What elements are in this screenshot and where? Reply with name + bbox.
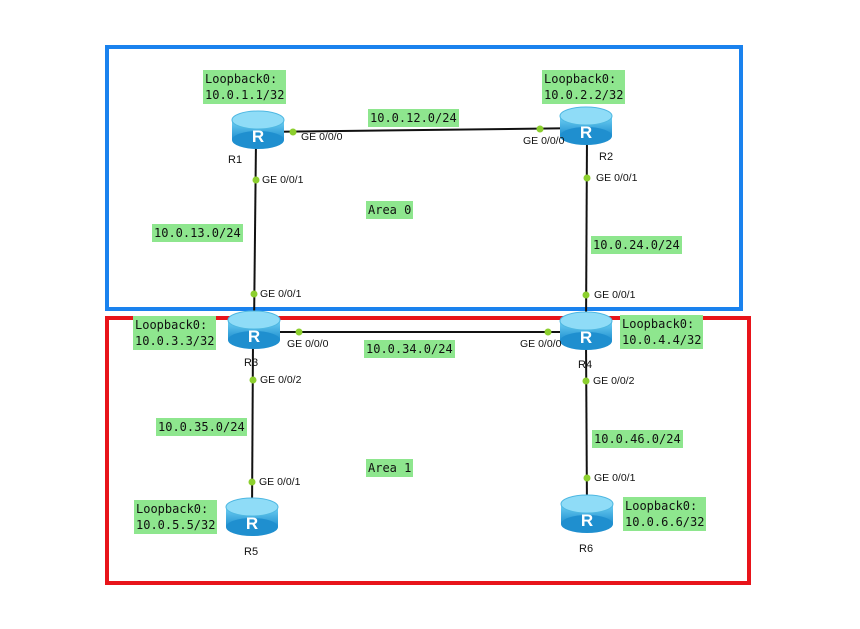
port-dot xyxy=(583,174,591,182)
svg-text:R: R xyxy=(246,514,258,533)
area-0-boundary xyxy=(105,45,743,311)
port-label-r4-ge000: GE 0/0/0 xyxy=(520,338,562,350)
subnet-label-r3-r5: 10.0.35.0/24 xyxy=(156,418,247,436)
svg-text:R: R xyxy=(580,123,592,142)
port-label-r2-ge000: GE 0/0/0 xyxy=(523,135,565,147)
link-r1-r3 xyxy=(253,139,257,329)
loopback-label-r5: Loopback0: 10.0.5.5/32 xyxy=(134,500,218,534)
port-dot xyxy=(289,128,297,136)
subnet-label-r4-r6: 10.0.46.0/24 xyxy=(592,430,683,448)
port-dot xyxy=(583,474,591,482)
port-dot xyxy=(250,290,258,298)
port-label-r2-ge001: GE 0/0/1 xyxy=(596,172,638,184)
loopback-ip: 10.0.6.6/32 xyxy=(625,515,705,529)
port-label-r3-ge001: GE 0/0/1 xyxy=(260,288,302,300)
port-dot xyxy=(582,291,590,299)
loopback-label-r2: Loopback0: 10.0.2.2/32 xyxy=(542,70,626,104)
loopback-ip: 10.0.1.1/32 xyxy=(205,88,285,102)
link-r2-r4 xyxy=(585,134,588,331)
subnet-label-r1-r2: 10.0.12.0/24 xyxy=(368,109,459,127)
subnet-label-r2-r4: 10.0.24.0/24 xyxy=(591,236,682,254)
loopback-ip: 10.0.2.2/32 xyxy=(544,88,624,102)
router-icon[interactable]: R xyxy=(231,110,285,149)
router-icon[interactable]: R xyxy=(559,311,613,350)
loopback-title: Loopback0: xyxy=(205,72,278,86)
router-icon[interactable]: R xyxy=(560,494,614,533)
loopback-label-r6: Loopback0: 10.0.6.6/32 xyxy=(623,497,707,531)
port-dot xyxy=(544,328,552,336)
loopback-ip: 10.0.4.4/32 xyxy=(622,333,702,347)
port-label-r1-ge000: GE 0/0/0 xyxy=(301,131,343,143)
port-label-r5-ge001: GE 0/0/1 xyxy=(259,476,301,488)
svg-text:R: R xyxy=(581,511,593,530)
svg-text:R: R xyxy=(580,328,592,347)
area-1-boundary xyxy=(105,316,751,585)
router-name-r2: R2 xyxy=(599,151,614,163)
loopback-title: Loopback0: xyxy=(544,72,617,86)
loopback-label-r4: Loopback0: 10.0.4.4/32 xyxy=(620,315,704,349)
port-label-r4-ge002: GE 0/0/2 xyxy=(593,375,635,387)
router-icon[interactable]: R xyxy=(227,310,281,349)
loopback-label-r1: Loopback0: 10.0.1.1/32 xyxy=(203,70,287,104)
subnet-label-r1-r3: 10.0.13.0/24 xyxy=(152,224,243,242)
port-label-r4-ge001: GE 0/0/1 xyxy=(594,289,636,301)
svg-text:R: R xyxy=(248,327,260,346)
router-name-r5: R5 xyxy=(244,546,259,558)
svg-text:R: R xyxy=(252,127,264,146)
router-icon[interactable]: R xyxy=(559,106,613,145)
link-r1-r2 xyxy=(257,127,587,133)
router-name-r3: R3 xyxy=(244,357,259,369)
subnet-label-r3-r4: 10.0.34.0/24 xyxy=(364,340,455,358)
port-label-r6-ge001: GE 0/0/1 xyxy=(594,472,636,484)
port-label-r1-ge001: GE 0/0/1 xyxy=(262,174,304,186)
loopback-title: Loopback0: xyxy=(625,499,698,513)
router-name-r6: R6 xyxy=(579,543,594,555)
port-label-r3-ge000: GE 0/0/0 xyxy=(287,338,329,350)
port-dot xyxy=(536,125,544,133)
port-dot xyxy=(582,377,590,385)
link-r3-r5 xyxy=(251,339,254,516)
area-1-label: Area 1 xyxy=(366,459,414,477)
port-dot xyxy=(248,478,256,486)
link-r4-r6 xyxy=(585,339,588,513)
loopback-ip: 10.0.5.5/32 xyxy=(136,518,216,532)
area-0-label: Area 0 xyxy=(366,201,414,219)
router-icon[interactable]: R xyxy=(225,497,279,536)
router-name-r4: R4 xyxy=(578,359,593,371)
loopback-title: Loopback0: xyxy=(136,502,209,516)
loopback-title: Loopback0: xyxy=(622,317,695,331)
port-dot xyxy=(252,176,260,184)
port-dot xyxy=(295,328,303,336)
loopback-ip: 10.0.3.3/32 xyxy=(135,334,215,348)
port-label-r3-ge002: GE 0/0/2 xyxy=(260,374,302,386)
port-dots xyxy=(248,125,591,486)
loopback-label-r3: Loopback0: 10.0.3.3/32 xyxy=(133,316,217,350)
loopback-title: Loopback0: xyxy=(135,318,208,332)
router-name-r1: R1 xyxy=(228,154,243,166)
port-dot xyxy=(249,376,257,384)
